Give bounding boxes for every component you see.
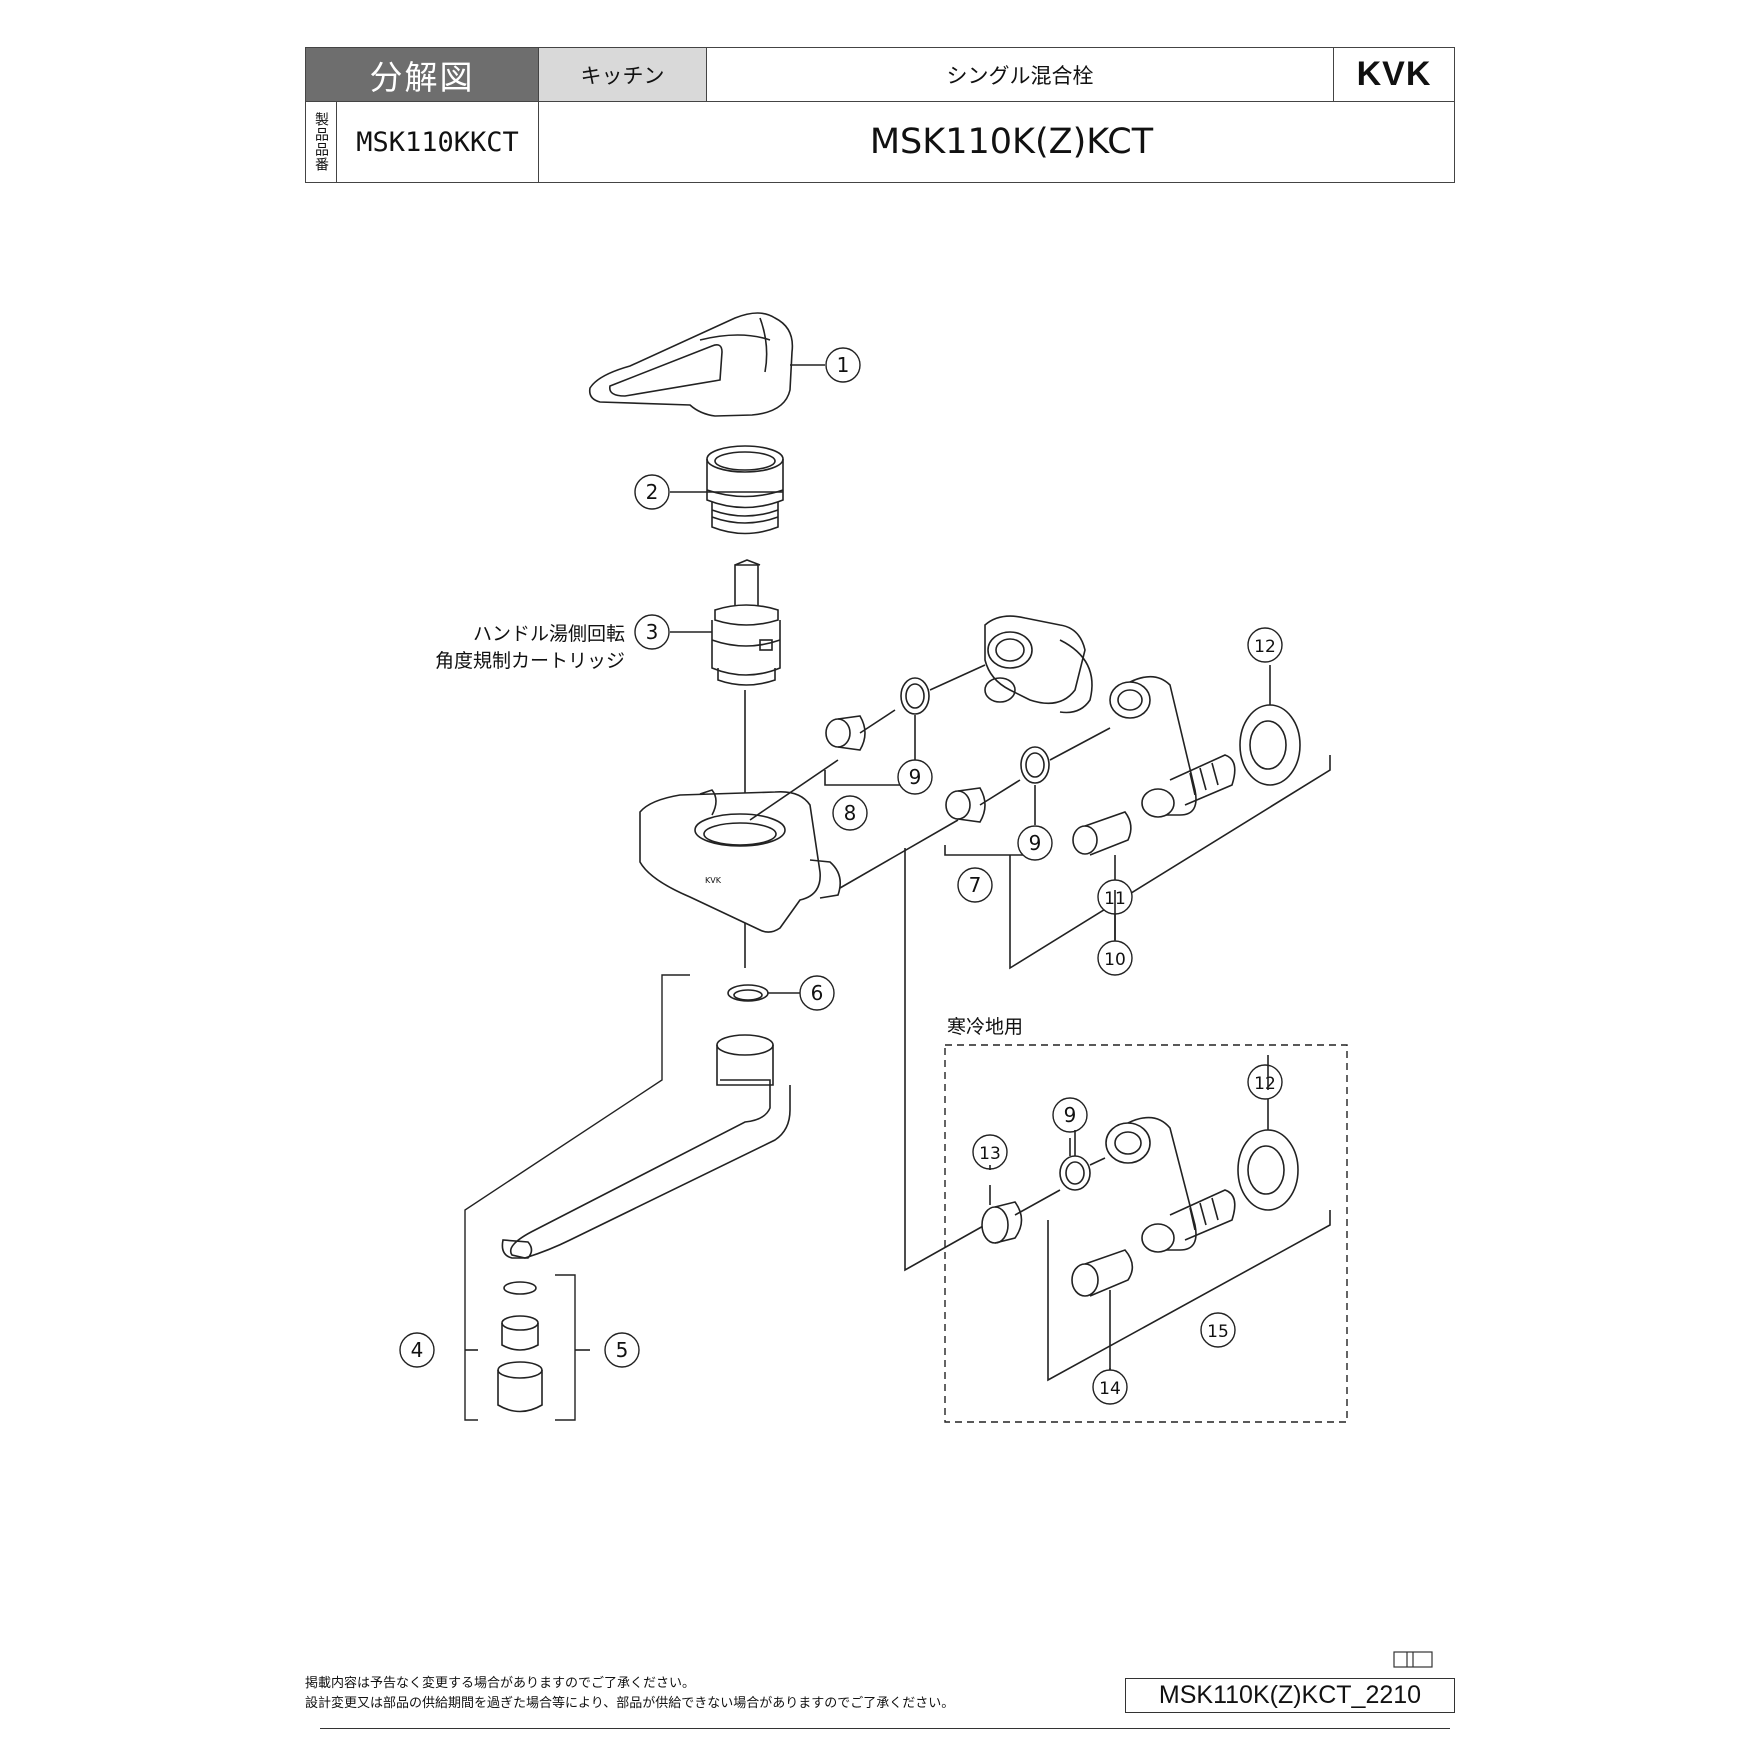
part-number-circle — [634, 614, 670, 650]
part-number-callout-9: 9 — [897, 759, 933, 795]
faucet-body-part — [639, 789, 841, 933]
filter-part-10 — [1072, 811, 1132, 856]
cap-nut-part — [706, 445, 784, 535]
part-number-circle — [1247, 1064, 1283, 1100]
part-number-circle — [1017, 825, 1053, 861]
adapter-part-13 — [981, 1201, 1023, 1244]
part-number-circle — [1052, 1097, 1088, 1133]
cartridge-part — [711, 559, 781, 686]
part-number-callout-7: 7 — [957, 867, 993, 903]
eccentric-leg-part-cold — [1105, 1116, 1236, 1253]
cold-region-box — [944, 1044, 1348, 1423]
part-number-callout-10: 10 — [1097, 940, 1133, 976]
part-number-circle — [832, 795, 868, 831]
part-number-label: 13 — [979, 1144, 1001, 1164]
eccentric-leg-part — [1109, 675, 1236, 818]
part-number-label: 8 — [844, 801, 857, 825]
adapter-part-8 — [825, 715, 866, 751]
part-number-callout-14: 14 — [1092, 1369, 1128, 1405]
part-number-label: 10 — [1104, 950, 1126, 970]
part-number-callout-4: 4 — [399, 1332, 435, 1368]
part-number-label: 7 — [969, 873, 982, 897]
part-number-label: 1 — [837, 353, 850, 377]
part-number-callout-2: 2 — [634, 474, 670, 510]
part-number-label: 14 — [1099, 1379, 1121, 1399]
part-number-circle — [957, 867, 993, 903]
part-number-callout-5: 5 — [604, 1332, 640, 1368]
spout-part — [501, 1034, 791, 1259]
part-number-callout-13: 13 — [972, 1134, 1008, 1170]
document-id: MSK110K(Z)KCT_2210 — [1125, 1678, 1455, 1713]
gasket-part-9b — [1020, 746, 1050, 784]
product-code: MSK110KKCT — [336, 101, 538, 182]
part-number-label: 15 — [1207, 1322, 1229, 1342]
category-label: キッチン — [538, 48, 706, 101]
escutcheon-part-lower — [1237, 1129, 1299, 1211]
gasket-part-9c — [1059, 1155, 1091, 1191]
product-type: シングル混合栓 — [706, 48, 1333, 101]
page-title: 分解図 — [306, 48, 538, 101]
adapter-part-7 — [945, 787, 986, 823]
product-number-label: 製品品番 — [306, 101, 336, 182]
part-number-label: 2 — [646, 480, 659, 504]
part-number-circle — [1247, 627, 1283, 663]
part-number-callout-3: 3 — [634, 614, 670, 650]
part-number-circle — [399, 1332, 435, 1368]
part-number-label: 9 — [1029, 831, 1042, 855]
part-number-circle — [604, 1332, 640, 1368]
wall-union-upper — [984, 615, 1093, 714]
gasket-part-9a — [900, 677, 930, 715]
bottom-rule — [320, 1728, 1450, 1729]
part-number-callout-15: 15 — [1200, 1312, 1236, 1348]
footer-note-1: 掲載内容は予告なく変更する場合がありますのでご了承ください。 — [305, 1676, 696, 1691]
part-number-label: 9 — [1064, 1103, 1077, 1127]
part-number-callout-12: 12 — [1247, 1064, 1283, 1100]
lever-handle-part — [588, 312, 794, 417]
escutcheon-part-upper — [1239, 704, 1301, 786]
part-number-callout-12: 12 — [1247, 627, 1283, 663]
model-number: MSK110K(Z)KCT — [538, 101, 1454, 182]
part-number-circle — [634, 474, 670, 510]
part-number-label: 4 — [411, 1338, 424, 1362]
filter-part-14 — [1071, 1249, 1134, 1297]
part-number-callout-9: 9 — [1017, 825, 1053, 861]
part-number-circle — [1200, 1312, 1236, 1348]
body-logo: KVK — [705, 876, 722, 885]
footer-note-2: 設計変更又は部品の供給期間を過ぎた場合等により、部品が供給できない場合があります… — [305, 1696, 955, 1711]
part-number-label: 9 — [909, 765, 922, 789]
drawing-symbol-icon — [1393, 1651, 1433, 1668]
part-number-callout-9: 9 — [1052, 1097, 1088, 1133]
part-number-label: 5 — [616, 1338, 629, 1362]
part-number-circle — [825, 347, 861, 383]
cartridge-callout-line1: ハンドル湯側回転 — [473, 623, 625, 645]
part-number-label: 12 — [1254, 1074, 1276, 1094]
part-number-callout-8: 8 — [832, 795, 868, 831]
cold-region-label: 寒冷地用 — [947, 1016, 1023, 1038]
part-number-callout-6: 6 — [799, 975, 835, 1011]
part-number-callout-1: 1 — [825, 347, 861, 383]
aerator-parts — [464, 1274, 590, 1421]
part-number-label: 12 — [1254, 637, 1276, 657]
part-number-label: 6 — [811, 981, 824, 1005]
brand-logo: KVK — [1333, 48, 1454, 101]
header-table: 分解図 キッチン シングル混合栓 KVK 製品品番 MSK110KKCT MSK… — [305, 47, 1455, 183]
part-number-circle — [1097, 940, 1133, 976]
cartridge-callout-line2: 角度規制カートリッジ — [435, 650, 625, 672]
part-number-label: 3 — [646, 620, 659, 644]
